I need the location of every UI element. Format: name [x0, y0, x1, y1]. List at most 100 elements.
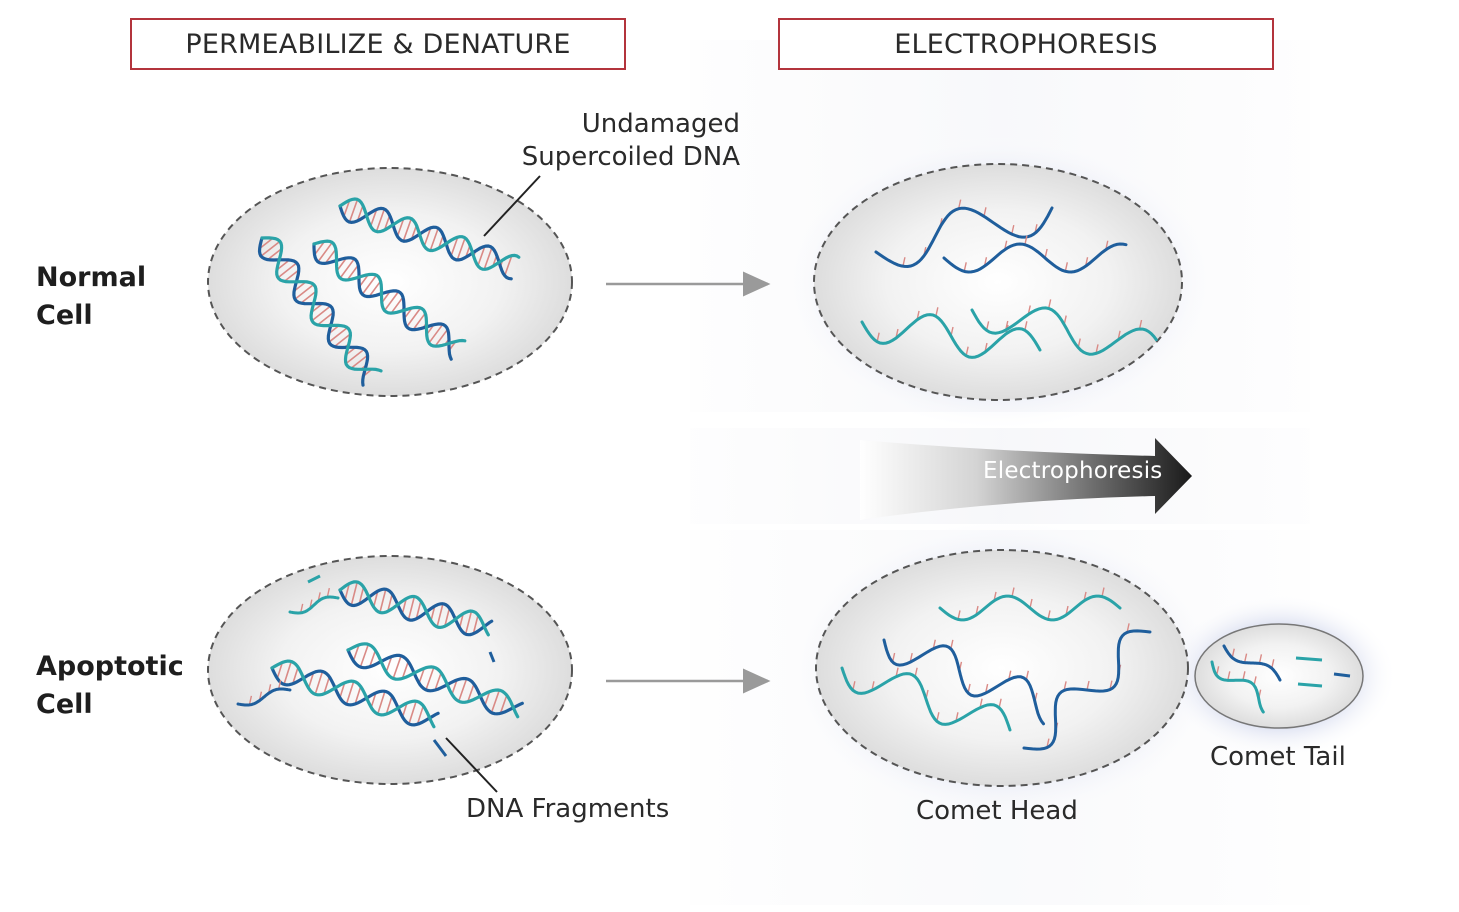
dna-base-pair: [323, 677, 330, 694]
dna-base-pair: [472, 615, 479, 633]
dna-strand: [970, 306, 1158, 356]
dna-base-pair: [370, 693, 377, 707]
dna-base-pair: [277, 259, 290, 270]
dna-base-pair: [385, 696, 393, 714]
dna-strand: [882, 638, 1045, 726]
dna-base-pair: [329, 327, 347, 343]
dna-base-pair: [391, 297, 403, 313]
dna-strand: [288, 595, 340, 615]
dna-base-pair: [406, 308, 421, 327]
permeabilize-denature-header: PERMEABILIZE & DENATURE: [130, 18, 626, 70]
dna-base-pair: [381, 291, 391, 303]
dna-base-pair: [301, 291, 316, 304]
dna-base-pair: [444, 608, 450, 626]
dna-strand: [346, 648, 524, 716]
dna-base-pair: [276, 663, 283, 678]
dna-base-pair: [352, 645, 360, 661]
dna-base-pair: [430, 606, 436, 621]
dna-base-pair: [438, 235, 444, 248]
dna-base-pair: [346, 682, 355, 704]
dna-base-pair: [373, 591, 379, 607]
dna-base-pair: [415, 601, 422, 619]
comet-tail-callout: Comet Tail: [1210, 742, 1346, 772]
dna-base-pair: [413, 313, 426, 330]
dna-base-pair: [328, 325, 340, 334]
dna-base-pair: [308, 673, 315, 688]
dna-base-pair: [376, 209, 385, 231]
dna-base-pair: [339, 683, 346, 698]
dna-base-pair: [450, 237, 459, 256]
electrophoresis-header: ELECTROPHORESIS: [778, 18, 1274, 70]
dna-strand: [270, 666, 440, 727]
electrophoresis-arrow: [860, 438, 1192, 520]
dna-base-pair: [459, 614, 464, 628]
dna-base-tick: [1086, 680, 1090, 691]
dna-base-pair: [283, 662, 292, 684]
dna-base-pair: [408, 702, 417, 724]
dna-strand: [1210, 660, 1265, 714]
dna-strand: [860, 313, 1042, 359]
dna-base-pair: [344, 584, 350, 600]
dna-strand: [938, 594, 1122, 622]
dna-base-tick: [1101, 587, 1105, 597]
dna-strand: [346, 642, 520, 719]
dna-base-pair: [465, 612, 472, 634]
dna-base-tick: [1243, 653, 1248, 663]
dna-base-pair: [401, 599, 407, 614]
dna-base-pair: [370, 210, 378, 226]
dna-base-pair: [500, 695, 508, 713]
dna-base-tick: [1242, 671, 1246, 681]
dna-strand: [942, 242, 1128, 274]
normal-cell-label-text: Normal Cell: [36, 262, 147, 331]
dna-base-pair: [397, 219, 405, 236]
comet-head-callout: Comet Head: [916, 796, 1078, 826]
dna-base-pair: [343, 200, 351, 216]
dna-base-pair: [314, 672, 323, 694]
dna-fragment: [1295, 656, 1323, 662]
dna-strand: [270, 659, 436, 729]
dna-base-pair: [356, 205, 364, 221]
dna-strands: [236, 197, 1351, 757]
undamaged-dna-callout: Undamaged Supercoiled DNA: [521, 109, 740, 172]
dna-base-pair: [317, 312, 333, 325]
dna-base-pair: [294, 281, 306, 292]
dna-base-pair: [434, 673, 442, 690]
dna-fragment: [488, 651, 496, 663]
dna-base-pair: [456, 238, 466, 260]
dna-base-pair: [458, 679, 467, 701]
dna-base-pair: [384, 215, 391, 230]
dna-base-pair: [411, 225, 417, 239]
dna-base-pair: [423, 228, 432, 246]
dna-base-pair: [369, 650, 376, 667]
fragments-leader-line: [445, 737, 498, 793]
dna-base-pair: [325, 249, 336, 264]
dna-strand: [312, 242, 453, 361]
dna-fragment: [1297, 682, 1323, 688]
dna-base-pair: [358, 587, 365, 604]
dna-base-pair: [483, 248, 493, 269]
dna-base-pair: [350, 582, 358, 605]
comet-head-cell: [815, 549, 1189, 787]
dna-strand: [874, 206, 1054, 269]
dna-base-pair: [429, 229, 439, 250]
dna-base-pair: [408, 597, 415, 619]
dna-strand: [260, 236, 383, 373]
dna-base-pair: [360, 645, 369, 667]
dna-base-pair: [354, 687, 362, 704]
dna-base-pair: [387, 594, 393, 611]
apoptotic-cell-label: Apoptotic Cell: [36, 648, 184, 724]
dna-base-pair: [311, 303, 323, 313]
dna-base-pair: [340, 259, 355, 278]
dna-base-pair: [392, 656, 402, 678]
dna-base-tick: [957, 610, 961, 620]
dna-base-pair: [278, 263, 297, 278]
dna-base-pair: [402, 219, 412, 241]
dna-base-pair: [418, 668, 425, 683]
dna-fragment: [432, 739, 448, 757]
dna-base-pair: [347, 265, 359, 280]
dna-base-tick: [963, 262, 967, 272]
dna-base-pair: [436, 604, 444, 626]
dna-base-tick: [1258, 654, 1263, 664]
